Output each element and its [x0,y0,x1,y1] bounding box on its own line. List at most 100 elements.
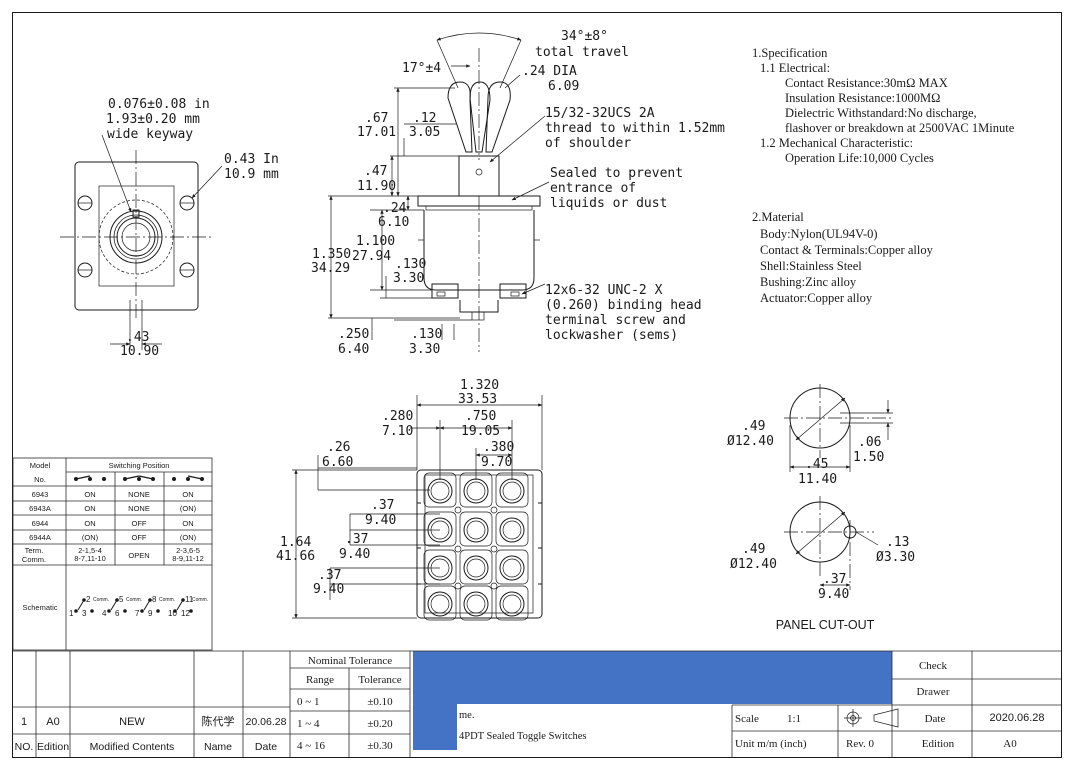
table-cell-a: ON [84,519,95,528]
dim-37a-mm: 9.40 [365,513,396,528]
dim-67-mm: 17.01 [357,125,396,140]
table-cell-a: (ON) [82,533,99,542]
panel-cutout-title: PANEL CUT-OUT [776,618,875,632]
pin-hole-in: .13 [886,535,909,550]
dim-37a-in: .37 [371,498,394,513]
tolerance-range-2: 1 ~ 4 [297,718,320,730]
terminal [495,511,529,547]
dim-47-mm: 11.90 [357,179,396,194]
table-cell-c: (ON) [180,533,197,542]
schematic-pin: 11 [185,595,194,604]
height-164-in: 1.64 [280,535,311,550]
schematic-pin: 12 [181,609,190,618]
terminal [459,549,493,585]
header-no: NO. [15,741,34,753]
position-icon [74,475,106,481]
panel-dia-b-in: .49 [742,542,765,557]
tolerance-value-1: ±0.10 [367,696,393,708]
title-blue-square [413,697,457,750]
table-cell-b: OFF [132,519,147,528]
schematic-pin: 3 [82,609,87,618]
schematic-pin: 2 [86,595,91,604]
spec-mechanical-heading: 1.2 Mechanical Characteristic: [760,136,913,150]
pin-offset-mm: 9.40 [818,587,849,602]
position-icon [123,475,155,481]
spec-electrical-heading: 1.1 Electrical: [760,61,830,75]
sealed-note-3: liquids or dust [550,196,667,211]
screw-note-2: (0.260) binding head [545,298,702,313]
part-name: 4PDT Sealed Toggle Switches [459,731,587,742]
rev-date: 20.06.28 [246,716,287,728]
material-terminals: Contact & Terminals:Copper alloy [760,243,934,257]
dim-37c-mm: 9.40 [313,582,344,597]
spec-heading: 1.Specification [752,46,828,60]
keyway-dim-mm: 1.93±0.20 mm [106,112,200,127]
dim-1350-mm: 34.29 [311,261,350,276]
col-model: Model [30,461,51,470]
front-view-labels: 0.076±0.08 in 1.93±0.20 mm wide keyway 0… [106,97,279,359]
thread-note-2: of shoulder [545,136,631,151]
header-edition: Edition [37,741,69,753]
terminal-slot [454,582,462,590]
keyway-dim-in: 0.076±0.08 in [108,97,210,112]
terminal [495,585,529,621]
travel-label: total travel [535,45,629,60]
table-cell-c: ON [182,490,193,499]
height-164-mm: 41.66 [276,549,315,564]
travel-angle: 34°±8° [561,29,608,44]
title-block-labels: 1 A0 NEW 陈代学 20.06.28 NO. Edition Modifi… [15,655,1045,753]
panel-cutout [784,384,893,590]
pin-offset-in: .37 [823,572,846,587]
dim-380-mm: 9.70 [481,455,512,470]
tolerance-value-3: ±0.30 [367,740,393,752]
dim-130a-mm: 3.30 [393,271,424,286]
rev-content: NEW [119,716,145,728]
schematic-pin: 4 [102,609,107,618]
dim-67-in: .67 [365,111,388,126]
drawing-border [12,12,1062,758]
front-width-in: .43 [126,330,149,345]
bottom-view-labels: 1.320 33.53 .280 7.10 .750 19.05 .380 9.… [276,378,514,597]
table-cell-c: ON [182,519,193,528]
spec-dielectric-1: Dielectric Withstandard:No discharge, [785,106,977,120]
dim-12-mm: 3.05 [409,125,440,140]
schematic-pin: 5 [119,595,124,604]
header-modified-contents: Modified Contents [90,741,175,753]
term-a-2: 8-7,11-10 [74,554,106,563]
dim-750-mm: 19.05 [461,424,500,439]
material-bushing: Bushing:Zinc alloy [760,275,857,289]
screw-note-4: lockwasher (sems) [545,328,678,343]
keyway-label: wide keyway [107,127,193,142]
dim-37b-mm: 9.40 [339,547,370,562]
thread-note-1: thread to within 1.52mm [545,121,725,136]
dim-130b-in: .130 [411,327,442,342]
terminal [423,511,457,547]
term-b: OPEN [128,551,149,560]
schematic-pin: 6 [115,609,120,618]
position-icon [172,475,204,481]
spec-contact-resistance: Contact Resistance:30mΩ MAX [785,76,948,90]
schematic-pin: 10 [168,609,177,618]
scale-label: Scale [735,713,759,725]
col-model-no: No. [34,475,46,484]
drawer-label: Drawer [917,686,950,698]
schematic-comm-label: Comm. [192,597,208,603]
rev-name: 陈代学 [202,714,235,728]
schematic-comm-label: Comm. [126,597,142,603]
panel-width-in: .45 [805,457,828,472]
tolerance-range-1: 0 ~ 1 [297,696,319,708]
edition-label: Edition [922,738,955,750]
date-value: 2020.06.28 [989,712,1044,724]
dim-24-mm: 6.10 [378,215,409,230]
material-shell: Shell:Stainless Steel [760,259,862,273]
bottom-view [292,395,543,621]
dim-1100-in: 1.100 [356,234,395,249]
dim-250-mm: 6.40 [338,342,369,357]
dim-280-mm: 7.10 [382,424,413,439]
material-heading: 2.Material [752,210,804,224]
date-label: Date [925,713,946,725]
panel-dia-b-mm: Ø12.40 [730,557,777,572]
